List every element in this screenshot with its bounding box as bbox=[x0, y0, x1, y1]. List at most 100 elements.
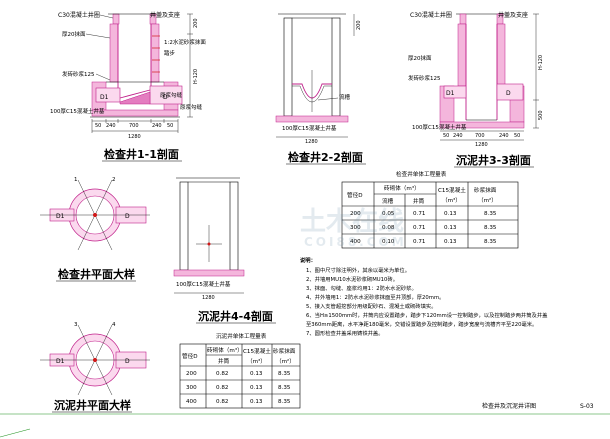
title-section-2-2: 检查井2-2剖面 bbox=[288, 150, 363, 164]
dim-50-right: 50 bbox=[167, 123, 173, 129]
label-cover-seat-33: 井盖及支座 bbox=[498, 11, 528, 19]
label-bench: 原浆勾缝 bbox=[160, 91, 183, 99]
plan-mud-well: D1 D 3 4 沉泥井平面大样 bbox=[40, 322, 150, 413]
label-c30-ring-33: C30混凝土井圈 bbox=[410, 11, 452, 19]
watermark-en: COI88.COM bbox=[304, 235, 407, 249]
plan-mud-label-d: D bbox=[125, 358, 130, 365]
label-cover-seat: 井盖及支座 bbox=[150, 11, 180, 19]
label-mortar: 1:2水泥砂浆抹面 bbox=[164, 38, 206, 46]
th-brick-sub-1: 流槽 bbox=[382, 197, 394, 205]
cell: 8.35 bbox=[278, 371, 291, 377]
cell: 0.71 bbox=[413, 225, 426, 231]
cell: 200 bbox=[186, 371, 197, 377]
cell: 8.35 bbox=[278, 399, 291, 405]
dim-1280-33: 1280 bbox=[475, 142, 488, 148]
dim-h-120-33: H-120 bbox=[538, 55, 544, 70]
section-3-3: 50 240 700 240 50 1280 H-120 500 C30混凝土井… bbox=[408, 11, 544, 168]
plan-mark-3: 3 bbox=[74, 322, 78, 328]
table-check-title: 检查井单体工程量表 bbox=[396, 170, 447, 178]
th-mortar: 砂浆抹面 bbox=[474, 186, 497, 194]
table-row: 300 0.08 0.71 0.13 8.35 bbox=[350, 225, 497, 231]
label-ladder: 踏步 bbox=[164, 49, 176, 57]
dim-240-r-33: 240 bbox=[499, 133, 509, 139]
title-section-1-1: 检查井1-1剖面 bbox=[104, 147, 179, 161]
cell: 8.35 bbox=[484, 239, 497, 245]
title-block: 检查井及沉泥井详图 S-03 bbox=[0, 402, 610, 438]
note-6: 6、当H≥1500mm时，井筒内应设置踏步，踏步下120mm设一控制踏步，以及控… bbox=[306, 311, 548, 319]
plan-mark-4: 4 bbox=[112, 322, 116, 328]
note-2: 2、井墙用MU10水泥砂浆砌MU10砖。 bbox=[306, 275, 398, 283]
dim-50-r-33: 50 bbox=[514, 133, 520, 139]
title-plan-check: 检查井平面大样 bbox=[58, 267, 135, 281]
dim-h-120: H-120 bbox=[193, 69, 199, 84]
sheet-title: 检查井及沉泥井详图 bbox=[482, 402, 536, 410]
note-3: 3、抹面、勾缝、座浆均用1：2防水水泥砂浆。 bbox=[306, 284, 417, 292]
table-check-well: 检查井单体工程量表 管径D 砖砌体（m³） 流槽 井筒 C15混凝土 （m³） … bbox=[341, 170, 519, 249]
cell: 0.13 bbox=[250, 385, 263, 391]
label-wall: 厚20抹面 bbox=[62, 30, 86, 38]
plan-label-d1: D1 bbox=[56, 213, 65, 220]
title-section-4-4: 沉泥井4-4剖面 bbox=[198, 309, 273, 323]
label-d: D bbox=[163, 94, 168, 101]
th-mud-c15: C15混凝土 bbox=[243, 347, 271, 355]
cell: 0.71 bbox=[413, 239, 426, 245]
cell: 0.13 bbox=[444, 239, 457, 245]
label-base: 100厚C15混凝土井基 bbox=[50, 107, 105, 115]
cell: 400 bbox=[186, 399, 197, 405]
cell: 300 bbox=[186, 385, 197, 391]
dim-200-22: 200 bbox=[356, 20, 362, 30]
watermark-cn: 土木在线 bbox=[300, 207, 404, 237]
table-row: 400 0.10 0.71 0.13 8.35 bbox=[350, 239, 497, 245]
cell: 8.35 bbox=[484, 211, 497, 217]
label-wall-33: 厚20抹面 bbox=[408, 54, 432, 62]
note-1: 1、图中尺寸除注明外，其余以毫米为单位。 bbox=[306, 266, 410, 274]
dim-50-left: 50 bbox=[95, 123, 101, 129]
th-mud-mortar: 砂浆抹面 bbox=[273, 347, 296, 355]
table-row: 400 0.82 0.13 8.35 bbox=[186, 399, 291, 405]
cell: 0.82 bbox=[216, 399, 228, 405]
th-brick: 砖砌体（m³） bbox=[384, 184, 420, 192]
th-pipe: 管径D bbox=[347, 191, 363, 199]
dim-1280-22: 1280 bbox=[305, 139, 318, 145]
label-base-22: 100厚C15混凝土井基 bbox=[282, 124, 337, 132]
cell: 0.82 bbox=[216, 371, 228, 377]
title-plan-mud: 沉泥井平面大样 bbox=[54, 398, 131, 412]
cell: 0.10 bbox=[382, 239, 395, 245]
plan-label-d: D bbox=[125, 213, 130, 220]
cell: 300 bbox=[350, 225, 361, 231]
note-5: 5、接入支管超挖部分用级配砂石、混凝土或砌砖填实。 bbox=[306, 302, 437, 310]
dim-1280-44: 1280 bbox=[202, 295, 215, 301]
note-4: 4、井外墙用1：2防水水泥砂浆抹面至井顶部，厚20mm。 bbox=[306, 293, 444, 301]
plan-mark-1: 1 bbox=[74, 177, 78, 183]
cell: 0.71 bbox=[413, 211, 426, 217]
table-row: 200 0.82 0.13 8.35 bbox=[186, 371, 291, 377]
watermark: 土木在线 COI88.COM bbox=[300, 207, 407, 249]
dim-240-l-33: 240 bbox=[453, 133, 463, 139]
drawing-number: S-03 bbox=[580, 403, 594, 410]
dim-50-l-33: 50 bbox=[443, 133, 449, 139]
cell: 0.13 bbox=[250, 371, 263, 377]
label-c30-ring: C30混凝土井圈 bbox=[58, 11, 100, 19]
dim-1280: 1280 bbox=[128, 134, 141, 140]
th-mud-pipe: 管径D bbox=[182, 352, 198, 360]
table-mud-title: 沉泥井单体工程量表 bbox=[216, 332, 267, 340]
cell: 0.13 bbox=[444, 211, 457, 217]
th-brick-sub-2: 井筒 bbox=[413, 197, 425, 205]
label-bench-2: 原浆勾缝 bbox=[180, 103, 203, 111]
th-mud-brick-sub: 井筒 bbox=[218, 357, 230, 365]
label-d1-33: D1 bbox=[446, 90, 455, 97]
notes: 说明： 1、图中尺寸除注明外，其余以毫米为单位。 2、井墙用MU10水泥砂浆砌M… bbox=[300, 256, 548, 337]
label-base-44: 100厚C15混凝土井基 bbox=[176, 280, 231, 288]
section-1-1: 50 240 700 240 50 1280 200 H-120 C30混凝土井… bbox=[50, 11, 206, 162]
cell: 0.13 bbox=[444, 225, 457, 231]
table-row: 300 0.82 0.13 8.35 bbox=[186, 385, 291, 391]
cell: 8.35 bbox=[278, 385, 291, 391]
title-section-3-3: 沉泥井3-3剖面 bbox=[456, 153, 531, 167]
dim-700: 700 bbox=[129, 123, 139, 129]
dim-240-left: 240 bbox=[106, 123, 116, 129]
label-d1: D1 bbox=[100, 94, 109, 101]
th-c15-unit: （m³） bbox=[442, 197, 461, 204]
dim-700-33: 700 bbox=[475, 133, 485, 139]
cell: 200 bbox=[350, 211, 361, 217]
